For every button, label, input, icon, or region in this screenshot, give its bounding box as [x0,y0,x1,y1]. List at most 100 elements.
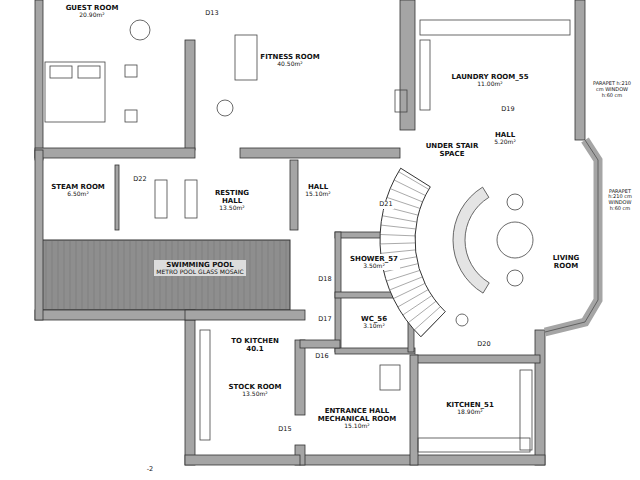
wall [185,310,305,320]
room-label: ENTRANCE HALL MECHANICAL ROOM15.10m² [312,406,402,431]
room-name: RESTING HALL [204,189,260,205]
furniture-piece [125,65,137,77]
furniture-piece [235,35,257,80]
wall [300,455,545,465]
room-name: STOCK ROOM [228,383,281,391]
pool-tile [94,241,95,309]
door-tag: D21 [378,201,393,208]
furniture-piece [418,438,530,452]
room-area: 15.10m² [314,423,400,430]
pool-tile [76,241,77,309]
pool-tile [262,241,263,309]
pool-tile [64,241,65,309]
pool-tile [46,241,47,309]
stair-step [380,234,415,235]
room-name: SWIMMING POOL [156,261,243,269]
wall [115,165,119,230]
pool-basin [42,240,290,310]
room-label: SHOWER_573.50m² [348,254,400,271]
room-label: HALL5.20m² [492,130,518,147]
room-area: 13.50m² [204,205,260,212]
room-name: GUEST ROOM [66,4,119,12]
wall [185,455,300,465]
wall [300,340,340,348]
room-label: LAUNDRY ROOM_5511.00m² [449,72,530,89]
furniture-piece [420,20,570,35]
room-label: GUEST ROOM20.90m² [64,3,121,20]
pool [42,240,290,310]
room-name: LAUNDRY ROOM_55 [451,73,528,81]
pool-tile [58,241,59,309]
room-label: HALL15.10m² [303,182,332,199]
room-name: KITCHEN_51 [446,401,494,409]
wall [335,348,415,354]
wall [400,0,415,130]
wall [290,160,298,230]
pool-tile [280,241,281,309]
room-label: TO KITCHEN 40.1 [225,336,285,354]
room-name: SHOWER_57 [350,255,398,263]
pool-tile [148,241,149,309]
furniture-piece [520,370,532,450]
sofa [453,187,489,293]
window-note: PARAPET h:210 cm WINDOW h:60 cm [603,189,637,212]
wall [575,0,585,140]
wall [410,355,418,465]
room-label: UNDER STAIR SPACE [422,141,482,159]
window-note: PARAPET h:210 cm WINDOW h:60 cm [590,81,634,98]
door-tag: D17 [317,316,332,323]
room-area: 18.90m² [446,409,494,416]
room-label: WC_563.10m² [359,314,389,331]
wall [35,310,195,320]
furniture-piece [155,180,167,218]
wall-edge [545,140,598,332]
room-label: STOCK ROOM13.50m² [226,382,283,399]
furniture-piece [78,66,100,78]
stair-step [421,312,445,337]
room-name: LIVING ROOM [544,254,588,270]
stair-step [393,283,425,298]
furniture-piece [125,110,137,122]
room-area: 3.10m² [361,323,387,330]
stair-step [390,277,423,290]
pool-tile [286,241,287,309]
pool-tile [70,241,71,309]
stair-band [380,168,445,337]
door-tag: D19 [500,106,515,113]
room-name: FITNESS ROOM [260,53,319,61]
stair-step [403,296,432,315]
room-label: FITNESS ROOM40.50m² [258,52,321,69]
door-tag: D16 [314,353,329,360]
furniture-piece [50,66,72,78]
door-tag: D20 [476,341,491,348]
wall [185,315,195,465]
pool-tile [82,241,83,309]
room-area: 11.00m² [451,81,528,88]
room-label: SWIMMING POOLMETRO POOL GLASS MOSAIC [154,260,245,277]
furniture-round [456,314,468,326]
furniture-piece [45,62,105,122]
pool-tile [256,241,257,309]
room-name: UNDER STAIR SPACE [424,142,480,158]
stair [380,168,445,337]
furniture-piece [395,90,407,112]
pool-tile [250,241,251,309]
stair-step [408,301,436,322]
walls [35,0,585,465]
pool-tile [274,241,275,309]
wall [415,355,540,363]
door-tag: D22 [132,176,147,183]
door-tag: D15 [277,426,292,433]
stair-step [382,216,416,222]
pool-tile [52,241,53,309]
pool-tile [112,241,113,309]
wall [35,150,43,320]
stair-step [398,290,428,307]
room-label: KITCHEN_5118.90m² [444,400,496,417]
room-area: METRO POOL GLASS MOSAIC [156,269,243,276]
room-label: STEAM ROOM6.50m² [49,182,107,199]
furniture-piece [185,180,197,218]
furniture-round [130,20,150,40]
furniture-round [217,100,233,116]
